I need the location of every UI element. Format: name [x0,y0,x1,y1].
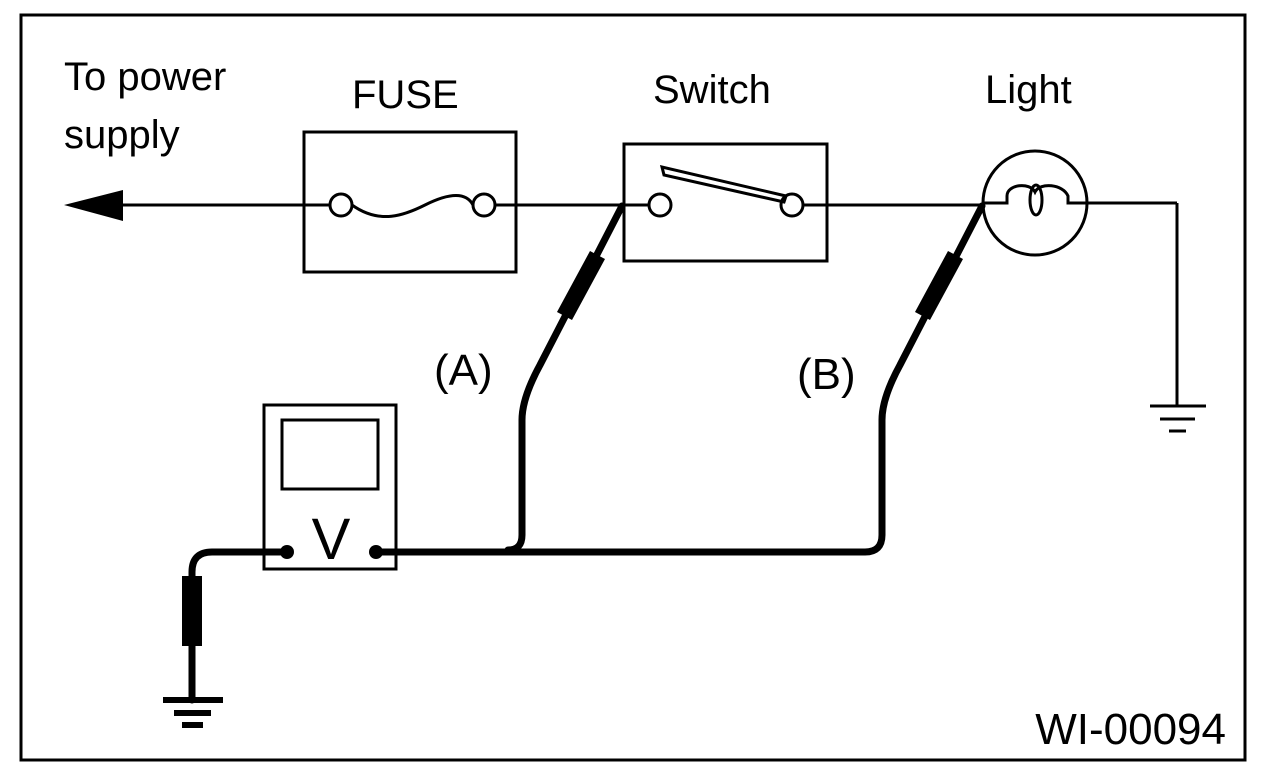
switch-icon [622,142,982,263]
fuse-icon [302,130,622,274]
light-label: Light [985,68,1072,112]
power-supply-label-line1: To power [64,55,226,99]
ground-icon [1150,203,1206,433]
probe-a-label: (A) [434,346,493,395]
fuse-label: FUSE [352,73,459,117]
voltmeter-label: V [312,507,351,572]
diagram-frame [19,13,1247,762]
figure-id: WI-00094 [1035,705,1226,754]
switch-label: Switch [653,68,771,112]
power-supply-label-line2: supply [64,113,180,157]
meter-ground-lead [182,548,291,704]
probe-b-label: (B) [797,350,856,399]
light-bulb-icon [981,149,1177,257]
meter-ground-icon [163,697,223,728]
power-supply-arrow-icon [64,190,305,221]
probe-a-lead [504,202,626,554]
probe-b-lead [376,202,986,556]
